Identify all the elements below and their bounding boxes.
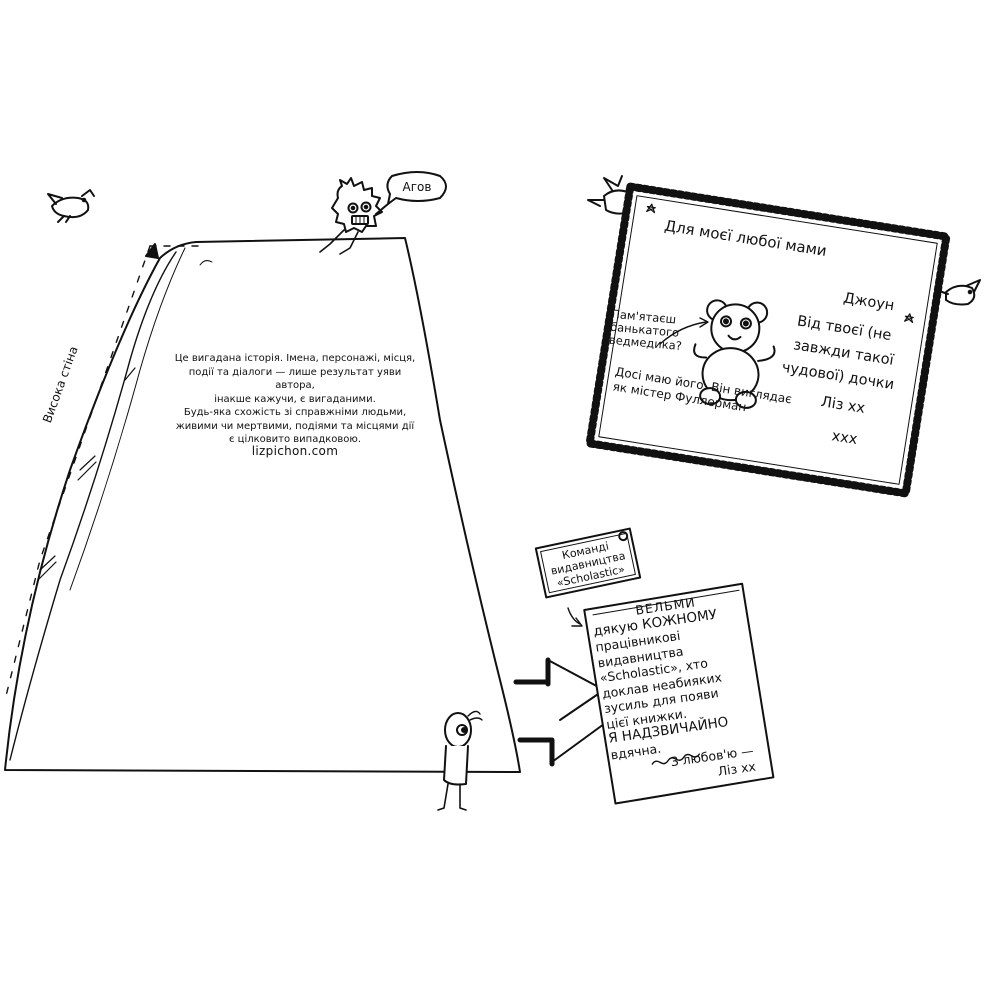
monster-on-wall: [319, 177, 389, 255]
speech-bubble: [386, 171, 447, 205]
bear-note: Досі маю його. Він виглядає як містер Фу…: [612, 365, 793, 423]
dedication-heading: Для моєї любої мами: [663, 216, 828, 260]
arrow-lower: [521, 723, 605, 763]
disclaimer-text: Це вигадана історія. Імена, персонажі, м…: [170, 352, 420, 447]
dedication-card: Для моєї любої мами Джоун Від твоєї (не …: [590, 187, 947, 494]
bird-left: [47, 189, 95, 223]
dedication-kisses: ххх: [830, 428, 859, 449]
dedication-name: Джоун: [842, 290, 896, 315]
disclaimer-line: є цілковито випадковою.: [228, 434, 362, 445]
disclaimer-line: живими чи мертвими, подіями та місцями д…: [175, 420, 415, 432]
disclaimer-line: події та діалоги — лише результат уяви а…: [188, 366, 402, 392]
publisher-label-frame: [534, 527, 642, 599]
dedication-card-frame: [585, 182, 951, 498]
speech-bubble-text: Агов: [402, 180, 432, 194]
tall-wall: [4, 237, 521, 773]
bear-caption: Пам'ятаєш банькатого ведмедика?: [608, 307, 684, 353]
disclaimer-line: Будь-яка схожість зі справжніми людьми,: [183, 407, 407, 418]
thanks-note-paper: [583, 582, 775, 805]
website-link[interactable]: lizpichon.com: [251, 444, 339, 458]
thanks-note: ВЕЛЬМИ дякую КОЖНОМУ працівникові видавн…: [577, 577, 773, 799]
disclaimer-line: інакше кажучи, є вигаданими.: [214, 393, 376, 405]
little-character: [437, 710, 483, 811]
disclaimer-line: Це вигадана історія. Імена, персонажі, м…: [174, 353, 416, 364]
teddy-bear: [693, 299, 776, 409]
dedication-signature: Ліз хх: [819, 394, 867, 417]
